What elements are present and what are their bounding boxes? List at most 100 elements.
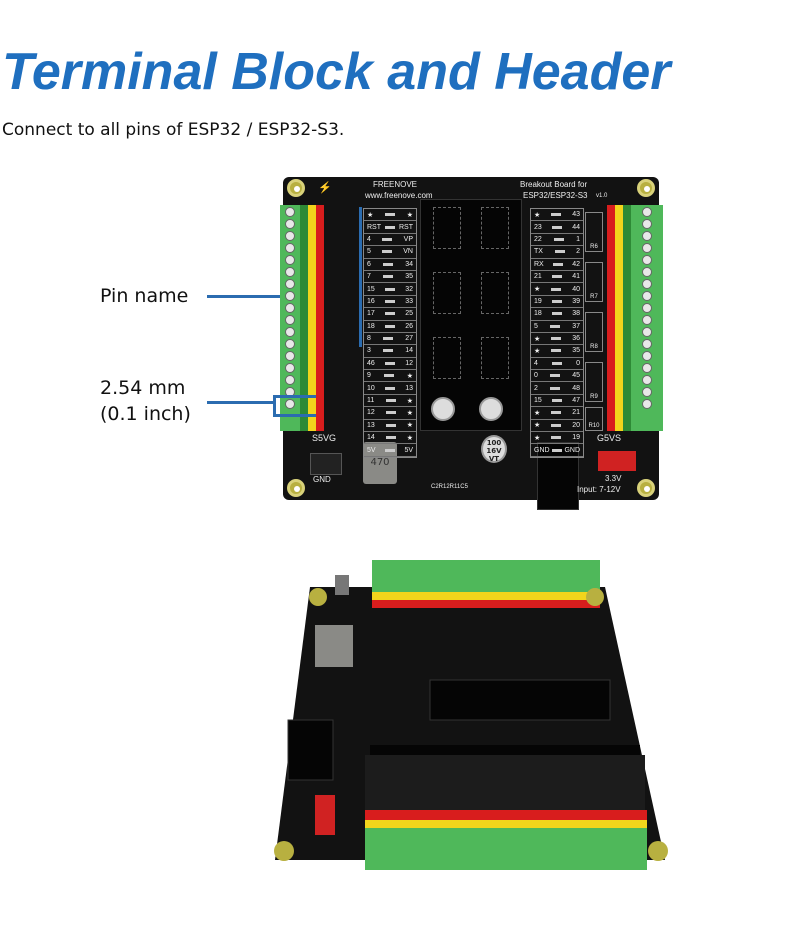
screw-icon[interactable] bbox=[642, 327, 652, 337]
screw-icon[interactable] bbox=[642, 243, 652, 253]
ic-chip bbox=[481, 207, 509, 249]
screw-icon[interactable] bbox=[285, 291, 295, 301]
page-subtitle: Connect to all pins of ESP32 / ESP32-S3. bbox=[2, 120, 345, 140]
pin-label-b: 40 bbox=[572, 285, 580, 293]
screw-icon[interactable] bbox=[285, 255, 295, 265]
screw-icon[interactable] bbox=[285, 219, 295, 229]
screw-icon[interactable] bbox=[285, 339, 295, 349]
led-indicator bbox=[383, 262, 394, 266]
screw-icon[interactable] bbox=[642, 339, 652, 349]
screw-icon[interactable] bbox=[285, 351, 295, 361]
capacitor bbox=[431, 397, 455, 421]
dc-power-jack[interactable] bbox=[537, 442, 579, 510]
right-5v-header[interactable] bbox=[615, 205, 623, 431]
screw-icon[interactable] bbox=[285, 363, 295, 373]
screw-icon[interactable] bbox=[285, 231, 295, 241]
pin-label-b: GND bbox=[564, 446, 580, 454]
screw-icon[interactable] bbox=[642, 279, 652, 289]
pin-label-b: ★ bbox=[406, 211, 413, 219]
screw-icon[interactable] bbox=[642, 375, 652, 385]
capacitor bbox=[479, 397, 503, 421]
left-5v-header[interactable] bbox=[308, 205, 316, 431]
pin-label-a: ★ bbox=[534, 434, 541, 442]
pin-label-a: ★ bbox=[367, 211, 374, 219]
screw-icon[interactable] bbox=[285, 315, 295, 325]
pin-label-b: 5V bbox=[404, 446, 413, 454]
pin-label-b: 2 bbox=[576, 248, 580, 256]
screw-icon[interactable] bbox=[285, 279, 295, 289]
gnd-header-pins bbox=[335, 575, 349, 595]
left-gnd-header[interactable] bbox=[316, 205, 324, 431]
pin-row: ★40 bbox=[531, 283, 583, 296]
screw-icon[interactable] bbox=[642, 303, 652, 313]
screw-icon[interactable] bbox=[642, 315, 652, 325]
screw-icon[interactable] bbox=[642, 387, 652, 397]
led-indicator bbox=[385, 448, 395, 452]
pitch-inch-label: (0.1 inch) bbox=[100, 403, 191, 425]
screw-icon[interactable] bbox=[285, 327, 295, 337]
screw-icon[interactable] bbox=[642, 207, 652, 217]
bottom-terminal-block[interactable] bbox=[365, 828, 647, 870]
led-indicator bbox=[551, 287, 562, 291]
pitch-bracket bbox=[273, 395, 316, 417]
pin-label-b: 48 bbox=[572, 384, 580, 392]
screw-icon[interactable] bbox=[285, 243, 295, 253]
led-indicator bbox=[385, 411, 396, 415]
led-indicator bbox=[385, 312, 395, 316]
3v3-header[interactable] bbox=[598, 451, 636, 471]
screw-icon[interactable] bbox=[285, 303, 295, 313]
model-label-2: ESP32/ESP32-S3 bbox=[523, 191, 588, 200]
screw-icon[interactable] bbox=[642, 255, 652, 265]
screw-icon[interactable] bbox=[642, 351, 652, 361]
pin-label-b: 37 bbox=[572, 322, 580, 330]
top-terminal-block[interactable] bbox=[372, 560, 600, 592]
3v3-header[interactable] bbox=[315, 795, 335, 835]
capacitor: 100 16V VT bbox=[481, 435, 507, 463]
right-signal-header[interactable] bbox=[623, 205, 631, 431]
led-indicator bbox=[551, 213, 562, 217]
pin-label-a: 11 bbox=[367, 397, 375, 405]
pin-row: ★35 bbox=[531, 345, 583, 358]
screw-icon[interactable] bbox=[285, 375, 295, 385]
screw-icon[interactable] bbox=[642, 291, 652, 301]
screw-icon[interactable] bbox=[285, 399, 295, 409]
screw-icon[interactable] bbox=[642, 231, 652, 241]
top-yellow-header bbox=[372, 592, 600, 600]
resistor-label-r10: R10 bbox=[588, 423, 600, 429]
pin-name-bracket bbox=[359, 207, 362, 347]
screw-icon[interactable] bbox=[285, 267, 295, 277]
left-signal-header[interactable] bbox=[300, 205, 308, 431]
screw-icon[interactable] bbox=[285, 207, 295, 217]
gnd-header[interactable] bbox=[310, 453, 342, 475]
resistor-label: C2R12R11C5 bbox=[431, 484, 468, 490]
pin-label-a: ★ bbox=[534, 422, 541, 430]
right-terminal-block[interactable] bbox=[631, 205, 663, 431]
right-gnd-header[interactable] bbox=[607, 205, 615, 431]
resistor-network: R6 bbox=[585, 212, 603, 252]
pin-row: ★20 bbox=[531, 420, 583, 433]
led-indicator bbox=[552, 275, 562, 279]
screw-icon[interactable] bbox=[642, 363, 652, 373]
pin-row: 13★ bbox=[364, 420, 416, 433]
input-label: Input: 7-12V bbox=[577, 485, 621, 494]
pin-label-a: 18 bbox=[367, 322, 375, 330]
dc-power-jack[interactable] bbox=[287, 719, 334, 781]
screw-icon[interactable] bbox=[642, 267, 652, 277]
screw-icon[interactable] bbox=[642, 399, 652, 409]
pin-label-b: 19 bbox=[572, 434, 580, 442]
led-indicator bbox=[385, 287, 395, 291]
pin-label-a: 2 bbox=[534, 384, 538, 392]
left-terminal-block[interactable] bbox=[280, 205, 300, 431]
screw-icon[interactable] bbox=[642, 219, 652, 229]
pin-label-a: 8 bbox=[367, 335, 371, 343]
led-indicator bbox=[383, 374, 394, 378]
freenove-logo-icon: ⚡ bbox=[318, 182, 332, 194]
pin-label-b: 14 bbox=[405, 347, 413, 355]
pin-name-label: Pin name bbox=[100, 285, 189, 307]
